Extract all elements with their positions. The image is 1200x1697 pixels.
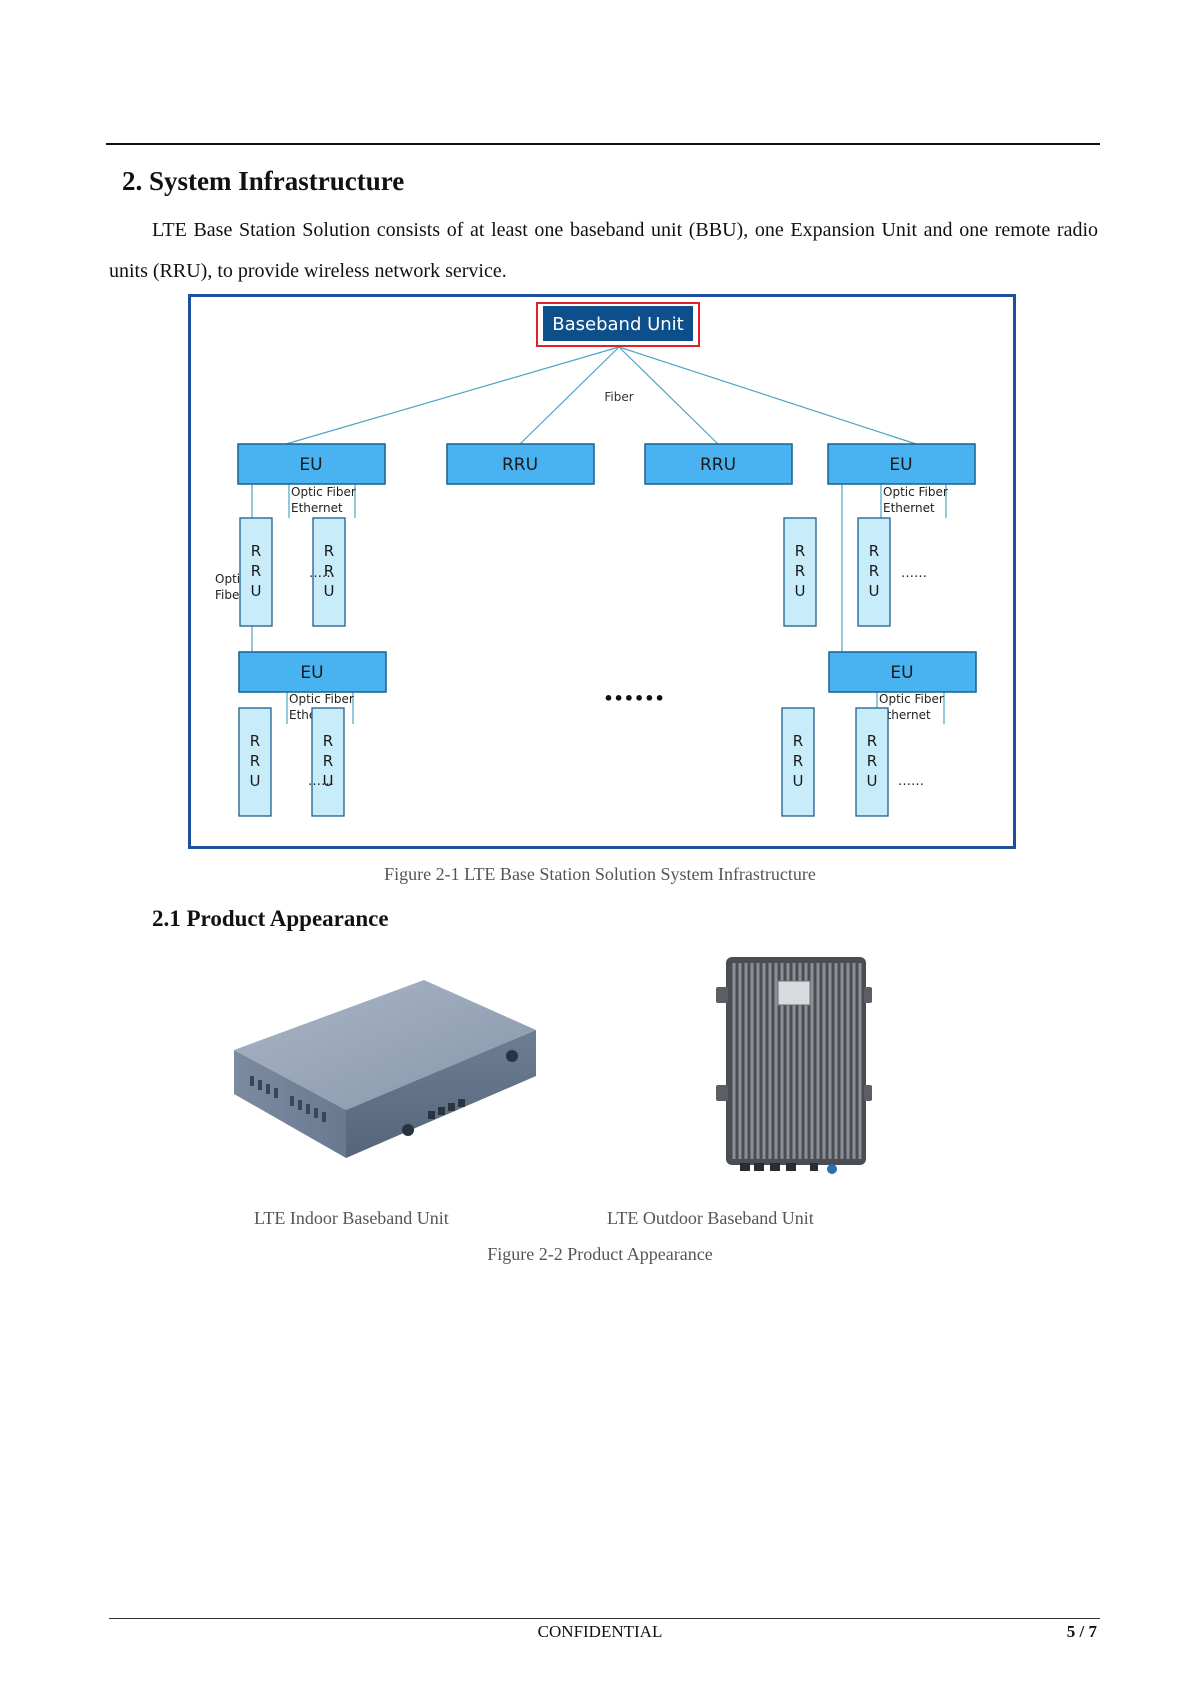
rru-vertical-letter: U bbox=[795, 582, 806, 600]
subsection-title: 2.1 Product Appearance bbox=[152, 906, 389, 931]
fiber-link-eu-left bbox=[285, 346, 620, 445]
fiber-link-rru-right bbox=[618, 346, 719, 445]
rru-ellipsis: …… bbox=[309, 566, 335, 581]
rru-vertical-letter: R bbox=[867, 732, 877, 750]
eu-box bbox=[828, 651, 977, 693]
rru-vertical-letter: R bbox=[793, 752, 803, 770]
rru-box bbox=[446, 443, 595, 485]
rru-vertical-letter: R bbox=[324, 562, 334, 580]
outdoor-unit-hinges bbox=[716, 987, 872, 1101]
outdoor-baseband-unit-image bbox=[712, 955, 874, 1177]
header-rule bbox=[106, 143, 1100, 145]
more-units-ellipsis: •••••• bbox=[603, 689, 664, 708]
rru-vertical-letter: U bbox=[250, 772, 261, 790]
eu-box bbox=[827, 443, 976, 485]
footer-page-number: 5 / 7 bbox=[1066, 1622, 1097, 1641]
top-row: EU RRU RRU EU bbox=[237, 443, 976, 485]
rru-ellipsis: …… bbox=[901, 566, 927, 581]
rru-vertical-letter: R bbox=[867, 752, 877, 770]
indoor-baseband-unit-image bbox=[230, 978, 550, 1168]
eu-box bbox=[237, 443, 386, 485]
link-label-optic-fiber: Optic Fiber bbox=[879, 692, 944, 706]
rru-vertical-box bbox=[239, 517, 273, 627]
fiber-links bbox=[251, 346, 947, 724]
section-paragraph: LTE Base Station Solution consists of at… bbox=[109, 219, 1098, 282]
rru-vertical-letter: R bbox=[251, 542, 261, 560]
link-label-ethernet: Ethernet bbox=[291, 501, 343, 515]
fiber-label: Fiber bbox=[604, 390, 633, 404]
rru-label: RRU bbox=[700, 455, 736, 475]
rru-vertical-box bbox=[781, 707, 815, 817]
bbu-label: Baseband Unit bbox=[552, 314, 683, 335]
outdoor-unit-connectors bbox=[740, 1163, 818, 1171]
rru-vertical-letter: U bbox=[251, 582, 262, 600]
eu-label: EU bbox=[299, 455, 322, 475]
eu-label: EU bbox=[300, 663, 323, 683]
rru-vertical-letter: R bbox=[795, 562, 805, 580]
rru-vertical-letter: U bbox=[323, 772, 334, 790]
rru-vertical-letter: U bbox=[793, 772, 804, 790]
figure-2-2-caption: Figure 2-2 Product Appearance bbox=[487, 1244, 713, 1264]
rru-ellipsis: …… bbox=[898, 774, 924, 789]
optic-label: Optic bbox=[215, 572, 247, 586]
rru-vertical-letter: U bbox=[869, 582, 880, 600]
section-title: 2. System Infrastructure bbox=[122, 166, 405, 196]
rru-vertical-box bbox=[783, 517, 817, 627]
indoor-unit-illustration bbox=[234, 980, 536, 1158]
rru-vertical-box bbox=[238, 707, 272, 817]
rru-vertical-letter: R bbox=[324, 542, 334, 560]
indoor-unit-ports bbox=[402, 1050, 518, 1136]
outdoor-unit-illustration bbox=[716, 957, 872, 1174]
rru-label: RRU bbox=[502, 455, 538, 475]
indoor-unit-top bbox=[234, 980, 536, 1110]
rru-vertical-box bbox=[855, 707, 889, 817]
rru-vertical-letter: R bbox=[793, 732, 803, 750]
rru-ellipsis: …… bbox=[308, 774, 334, 789]
link-label-optic-fiber: Optic Fiber bbox=[291, 485, 356, 499]
fiber-side-label: Fiber bbox=[215, 588, 244, 602]
indoor-unit-caption: LTE Indoor Baseband Unit bbox=[254, 1208, 449, 1228]
footer-confidential: CONFIDENTIAL bbox=[537, 1622, 663, 1641]
link-label-optic-fiber: Optic Fiber bbox=[289, 692, 354, 706]
rru-vertical-letter: R bbox=[795, 542, 805, 560]
rru-vertical-letter: R bbox=[251, 562, 261, 580]
eu-box bbox=[238, 651, 387, 693]
outdoor-unit-caption: LTE Outdoor Baseband Unit bbox=[607, 1208, 814, 1228]
outdoor-unit-nameplate bbox=[777, 980, 811, 1006]
rru-vertical-letter: U bbox=[867, 772, 878, 790]
rru-vertical-letter: R bbox=[869, 562, 879, 580]
rru-vertical-letter: R bbox=[323, 732, 333, 750]
outdoor-unit-valve bbox=[827, 1164, 837, 1174]
bbu-box bbox=[543, 306, 693, 341]
rru-box bbox=[644, 443, 793, 485]
link-label-ethernet: Ethernet bbox=[883, 501, 935, 515]
rru-vertical-letter: U bbox=[324, 582, 335, 600]
eu-label: EU bbox=[889, 455, 912, 475]
rru-vertical-letter: R bbox=[869, 542, 879, 560]
rru-vertical-letter: R bbox=[250, 752, 260, 770]
bbu-highlight bbox=[536, 302, 700, 347]
fiber-link-rru-left bbox=[519, 346, 620, 445]
rru-vertical-letter: R bbox=[250, 732, 260, 750]
rru-vertical-box bbox=[312, 517, 346, 627]
figure-2-1-caption: Figure 2-1 LTE Base Station Solution Sys… bbox=[384, 864, 816, 884]
link-label-ethernet: Ethernet bbox=[879, 708, 931, 722]
footer-rule bbox=[109, 1618, 1100, 1619]
fiber-link-eu-right bbox=[618, 346, 917, 445]
rru-vertical-box bbox=[857, 517, 891, 627]
eu-label: EU bbox=[890, 663, 913, 683]
indoor-unit-front bbox=[346, 1030, 536, 1158]
rru-vertical-letter: R bbox=[323, 752, 333, 770]
rru-vertical-box bbox=[311, 707, 345, 817]
system-infrastructure-diagram: Baseband Unit Fiber EU RRU RRU EU EU EU … bbox=[188, 294, 1016, 849]
link-label-optic-fiber: Optic Fiber bbox=[883, 485, 948, 499]
diagram-canvas: Baseband Unit Fiber EU RRU RRU EU EU EU … bbox=[188, 294, 1016, 849]
